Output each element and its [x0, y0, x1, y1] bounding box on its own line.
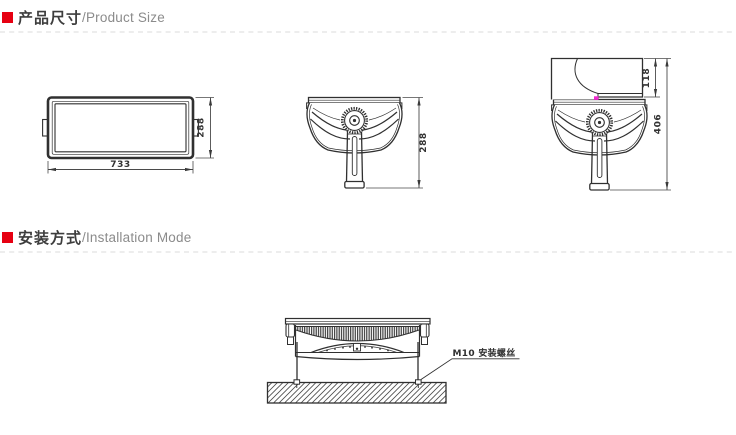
callout-leader-line	[420, 358, 520, 380]
side-view-drawing: 288	[305, 96, 429, 190]
section-title-en: /Installation Mode	[82, 230, 192, 245]
section-title-en: /Product Size	[82, 10, 165, 25]
section-title-cn: 安装方式	[18, 230, 83, 247]
dimension-total-height: 406	[654, 114, 664, 135]
section-header-product-size: 产品尺寸 /Product Size	[2, 7, 165, 28]
dimension-width: 733	[110, 160, 131, 170]
lens-face	[54, 103, 187, 153]
red-square-bullet	[2, 232, 13, 243]
tilted-view-drawing: 118 406	[550, 57, 671, 192]
installation-drawing: M10 安装螺丝	[266, 317, 520, 404]
mounting-surface	[266, 381, 447, 404]
left-screw	[293, 379, 301, 388]
section-header-installation: 安装方式 /Installation Mode	[2, 227, 191, 248]
floodlight-housing	[46, 96, 195, 160]
screw-callout-label: M10 安装螺丝	[453, 347, 516, 359]
front-view-drawing: 733 288	[42, 96, 214, 174]
dimension-height: 288	[419, 132, 429, 153]
right-screw	[415, 379, 422, 388]
dimension-height: 288	[197, 117, 207, 138]
floodlight-back-view	[284, 317, 431, 361]
heatsink-fins	[296, 326, 419, 341]
red-square-bullet	[2, 12, 13, 23]
dimension-head-height: 118	[642, 68, 652, 89]
visor-curve	[574, 58, 599, 94]
magenta-marker-dot	[594, 96, 599, 100]
section-title-cn: 产品尺寸	[18, 10, 83, 27]
